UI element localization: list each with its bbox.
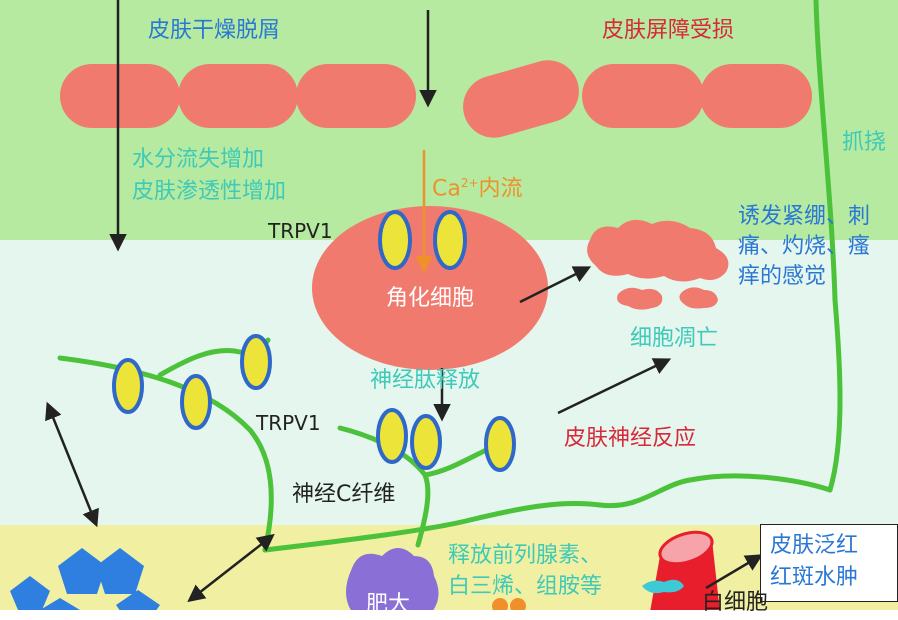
apoptotic-blob [679, 287, 718, 309]
trpv1-label-mid: TRPV1 [256, 411, 321, 435]
nerve-reaction-label: 皮肤神经反应 [564, 426, 697, 451]
arrow-left-bidirectional [45, 401, 99, 528]
corneocyte [463, 60, 579, 138]
neuropeptide-label: 神经肽释放 [370, 368, 481, 393]
mediator-release-label: 释放前列腺素、 白三烯、组胺等 [448, 543, 603, 599]
keratinocyte-cell [312, 206, 548, 370]
dry-skin-label: 皮肤干燥脱屑 [148, 18, 281, 43]
corneocyte [700, 64, 812, 128]
trpv1-channel [112, 334, 272, 430]
corneocyte [178, 64, 298, 128]
apoptotic-fragments [587, 219, 729, 310]
barrier-damage-label: 皮肤屏障受损 [602, 18, 735, 43]
arrow-to-sensation [519, 266, 592, 304]
water-loss-label: 水分流失增加 皮肤渗透性增加 [132, 147, 287, 204]
ca-symbol: Ca [432, 176, 461, 202]
arrow-to-apoptosis [557, 358, 672, 415]
corneocyte [582, 64, 704, 128]
trpv1-label-top: TRPV1 [268, 219, 333, 243]
trpv1-channel [378, 210, 467, 270]
mast-cell-label: 肥大 [366, 592, 411, 617]
sensation-label: 诱发紧绷、刺 痛、灼烧、瘙 痒的感觉 [738, 204, 871, 289]
mast-cell [346, 548, 439, 610]
pentagon [116, 590, 160, 610]
scratching-label: 抓挠 [842, 130, 887, 155]
trpv1-channels [112, 210, 516, 472]
corneocyte-row [60, 60, 812, 138]
leukocyte-label: 白细胞 [702, 590, 769, 615]
pentagon-cluster [10, 548, 160, 610]
released-granules [492, 598, 526, 610]
pentagon [40, 598, 80, 610]
ca-influx-text: 内流 [478, 176, 523, 202]
redness-label: 皮肤泛红 红斑水肿 [770, 533, 859, 590]
apoptosis-label: 细胞凋亡 [630, 326, 719, 351]
pentagon [58, 548, 106, 594]
arrow-to-redness [705, 554, 764, 590]
pentagon [96, 548, 144, 594]
leukocyte-vessel [642, 530, 720, 610]
apoptotic-blob [587, 219, 729, 282]
corneocyte [296, 64, 416, 128]
c-fiber-label: 神经C纤维 [292, 482, 396, 507]
corneocyte [60, 64, 180, 128]
pentagon [10, 576, 50, 610]
arrows [45, 0, 764, 603]
apoptotic-blob [617, 287, 663, 310]
ca-charge: 2+ [460, 176, 479, 190]
trpv1-channel [376, 408, 516, 472]
keratinocyte-label: 角化细胞 [386, 286, 475, 311]
arrow-bottom-bidirectional [187, 533, 275, 603]
ca-influx-label: Ca2+内流 [432, 168, 523, 204]
